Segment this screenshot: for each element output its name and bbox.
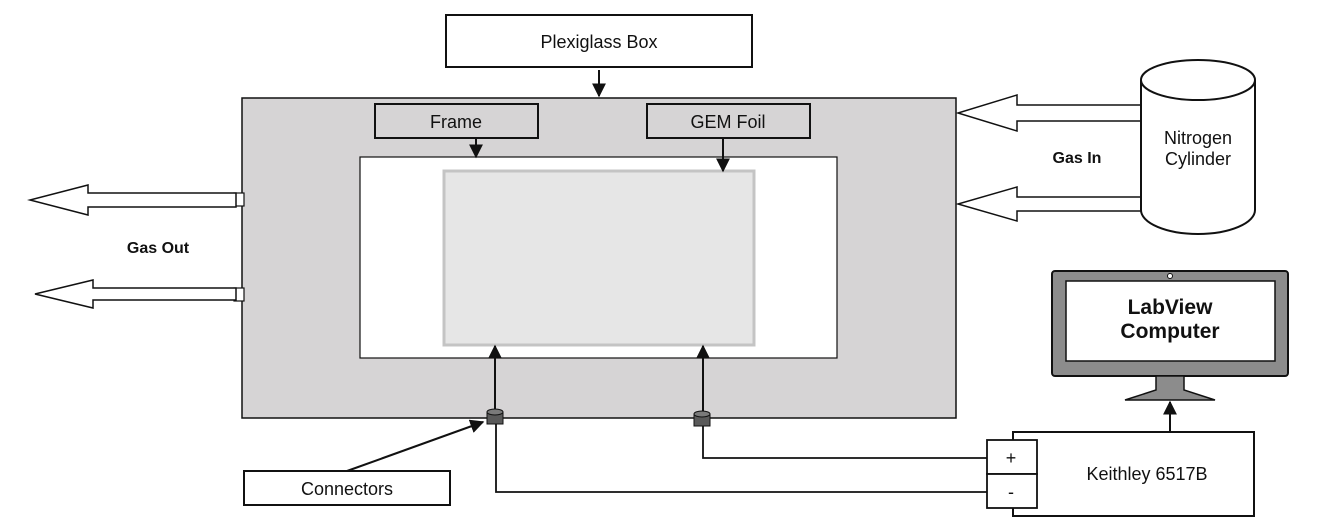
gas-in-label: Gas In bbox=[1053, 150, 1102, 167]
monitor-stand bbox=[1124, 375, 1216, 401]
frame-label-box bbox=[374, 103, 539, 139]
plexiglass-box-label: Plexiglass Box bbox=[540, 32, 657, 52]
keithley-minus-terminal bbox=[986, 473, 1038, 509]
nitrogen-cylinder-body bbox=[1140, 80, 1256, 235]
gem-foil-label-box bbox=[646, 103, 811, 139]
gas-out-arrow-bottom bbox=[34, 279, 237, 309]
gas-in-arrow-bottom bbox=[955, 186, 1146, 222]
labview-label-line1: LabView bbox=[1128, 296, 1213, 319]
connectors-arrow bbox=[346, 419, 485, 472]
wire-minus bbox=[495, 424, 987, 493]
connector-right bbox=[693, 410, 711, 427]
keithley-label: Keithley 6517B bbox=[1086, 464, 1207, 484]
nitrogen-label-line2: Cylinder bbox=[1165, 149, 1231, 169]
gas-out-label: Gas Out bbox=[127, 240, 190, 257]
plexiglass-box-label-box bbox=[445, 14, 753, 68]
labview-label-line2: Computer bbox=[1120, 320, 1219, 343]
monitor-camera bbox=[1167, 273, 1173, 279]
wire-plus bbox=[702, 426, 987, 459]
gas-out-arrow-top bbox=[27, 184, 237, 216]
minus-terminal-label: - bbox=[1008, 482, 1014, 502]
gem-foil bbox=[442, 169, 756, 347]
nitrogen-label-line1: Nitrogen bbox=[1164, 128, 1232, 148]
plus-terminal-label: + bbox=[1006, 448, 1017, 468]
connector-left bbox=[486, 408, 504, 425]
monitor-screen bbox=[1065, 280, 1276, 362]
gas-in-arrow-top bbox=[955, 93, 1146, 133]
frame-label: Frame bbox=[430, 112, 482, 132]
keithley-box bbox=[1012, 431, 1255, 517]
connectors-label: Connectors bbox=[301, 479, 393, 499]
keithley-plus-terminal bbox=[986, 439, 1038, 475]
nitrogen-cylinder-top bbox=[1140, 59, 1256, 101]
gem-foil-label: GEM Foil bbox=[690, 112, 765, 132]
